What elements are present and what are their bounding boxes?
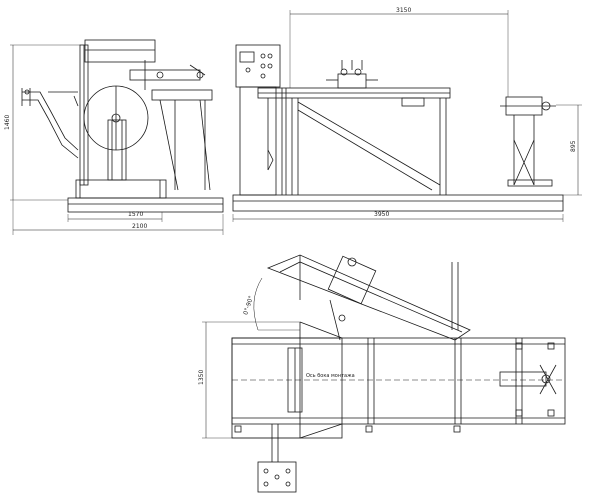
plan-main-frame — [231, 337, 566, 425]
reel-stand — [107, 119, 127, 181]
plan-uncoiler — [231, 337, 343, 439]
dim-plan-width: 1350 — [198, 370, 205, 385]
side-view-left — [10, 39, 224, 235]
dim-plan-angle: 0°-90° — [242, 295, 255, 316]
dim-left-overall: 2100 — [132, 223, 147, 230]
control-pendant — [257, 461, 297, 493]
plan-note: Ось бока монтажа — [306, 373, 355, 379]
cutting-head — [337, 73, 367, 89]
left-arm — [22, 91, 79, 151]
left-lower-frame — [75, 179, 167, 199]
drive-box — [401, 97, 425, 107]
right-base-frame — [232, 194, 564, 212]
dim-right-base: 3950 — [374, 211, 389, 218]
dim-left-height: 1460 — [4, 115, 11, 130]
plan-view — [202, 254, 566, 493]
dim-right-height: 895 — [570, 140, 577, 152]
dim-left-base: 1570 — [128, 211, 143, 218]
left-base-frame — [67, 197, 224, 213]
left-top-hood — [84, 39, 156, 63]
diagonal-brace — [297, 101, 441, 186]
dim-right-top: 3150 — [396, 7, 411, 14]
control-cabinet — [235, 44, 281, 88]
left-feed-guide — [129, 69, 201, 81]
plan-angled-arm — [266, 254, 471, 341]
plan-right-roller — [499, 371, 547, 387]
side-view-right — [232, 10, 582, 222]
left-table — [151, 89, 213, 101]
